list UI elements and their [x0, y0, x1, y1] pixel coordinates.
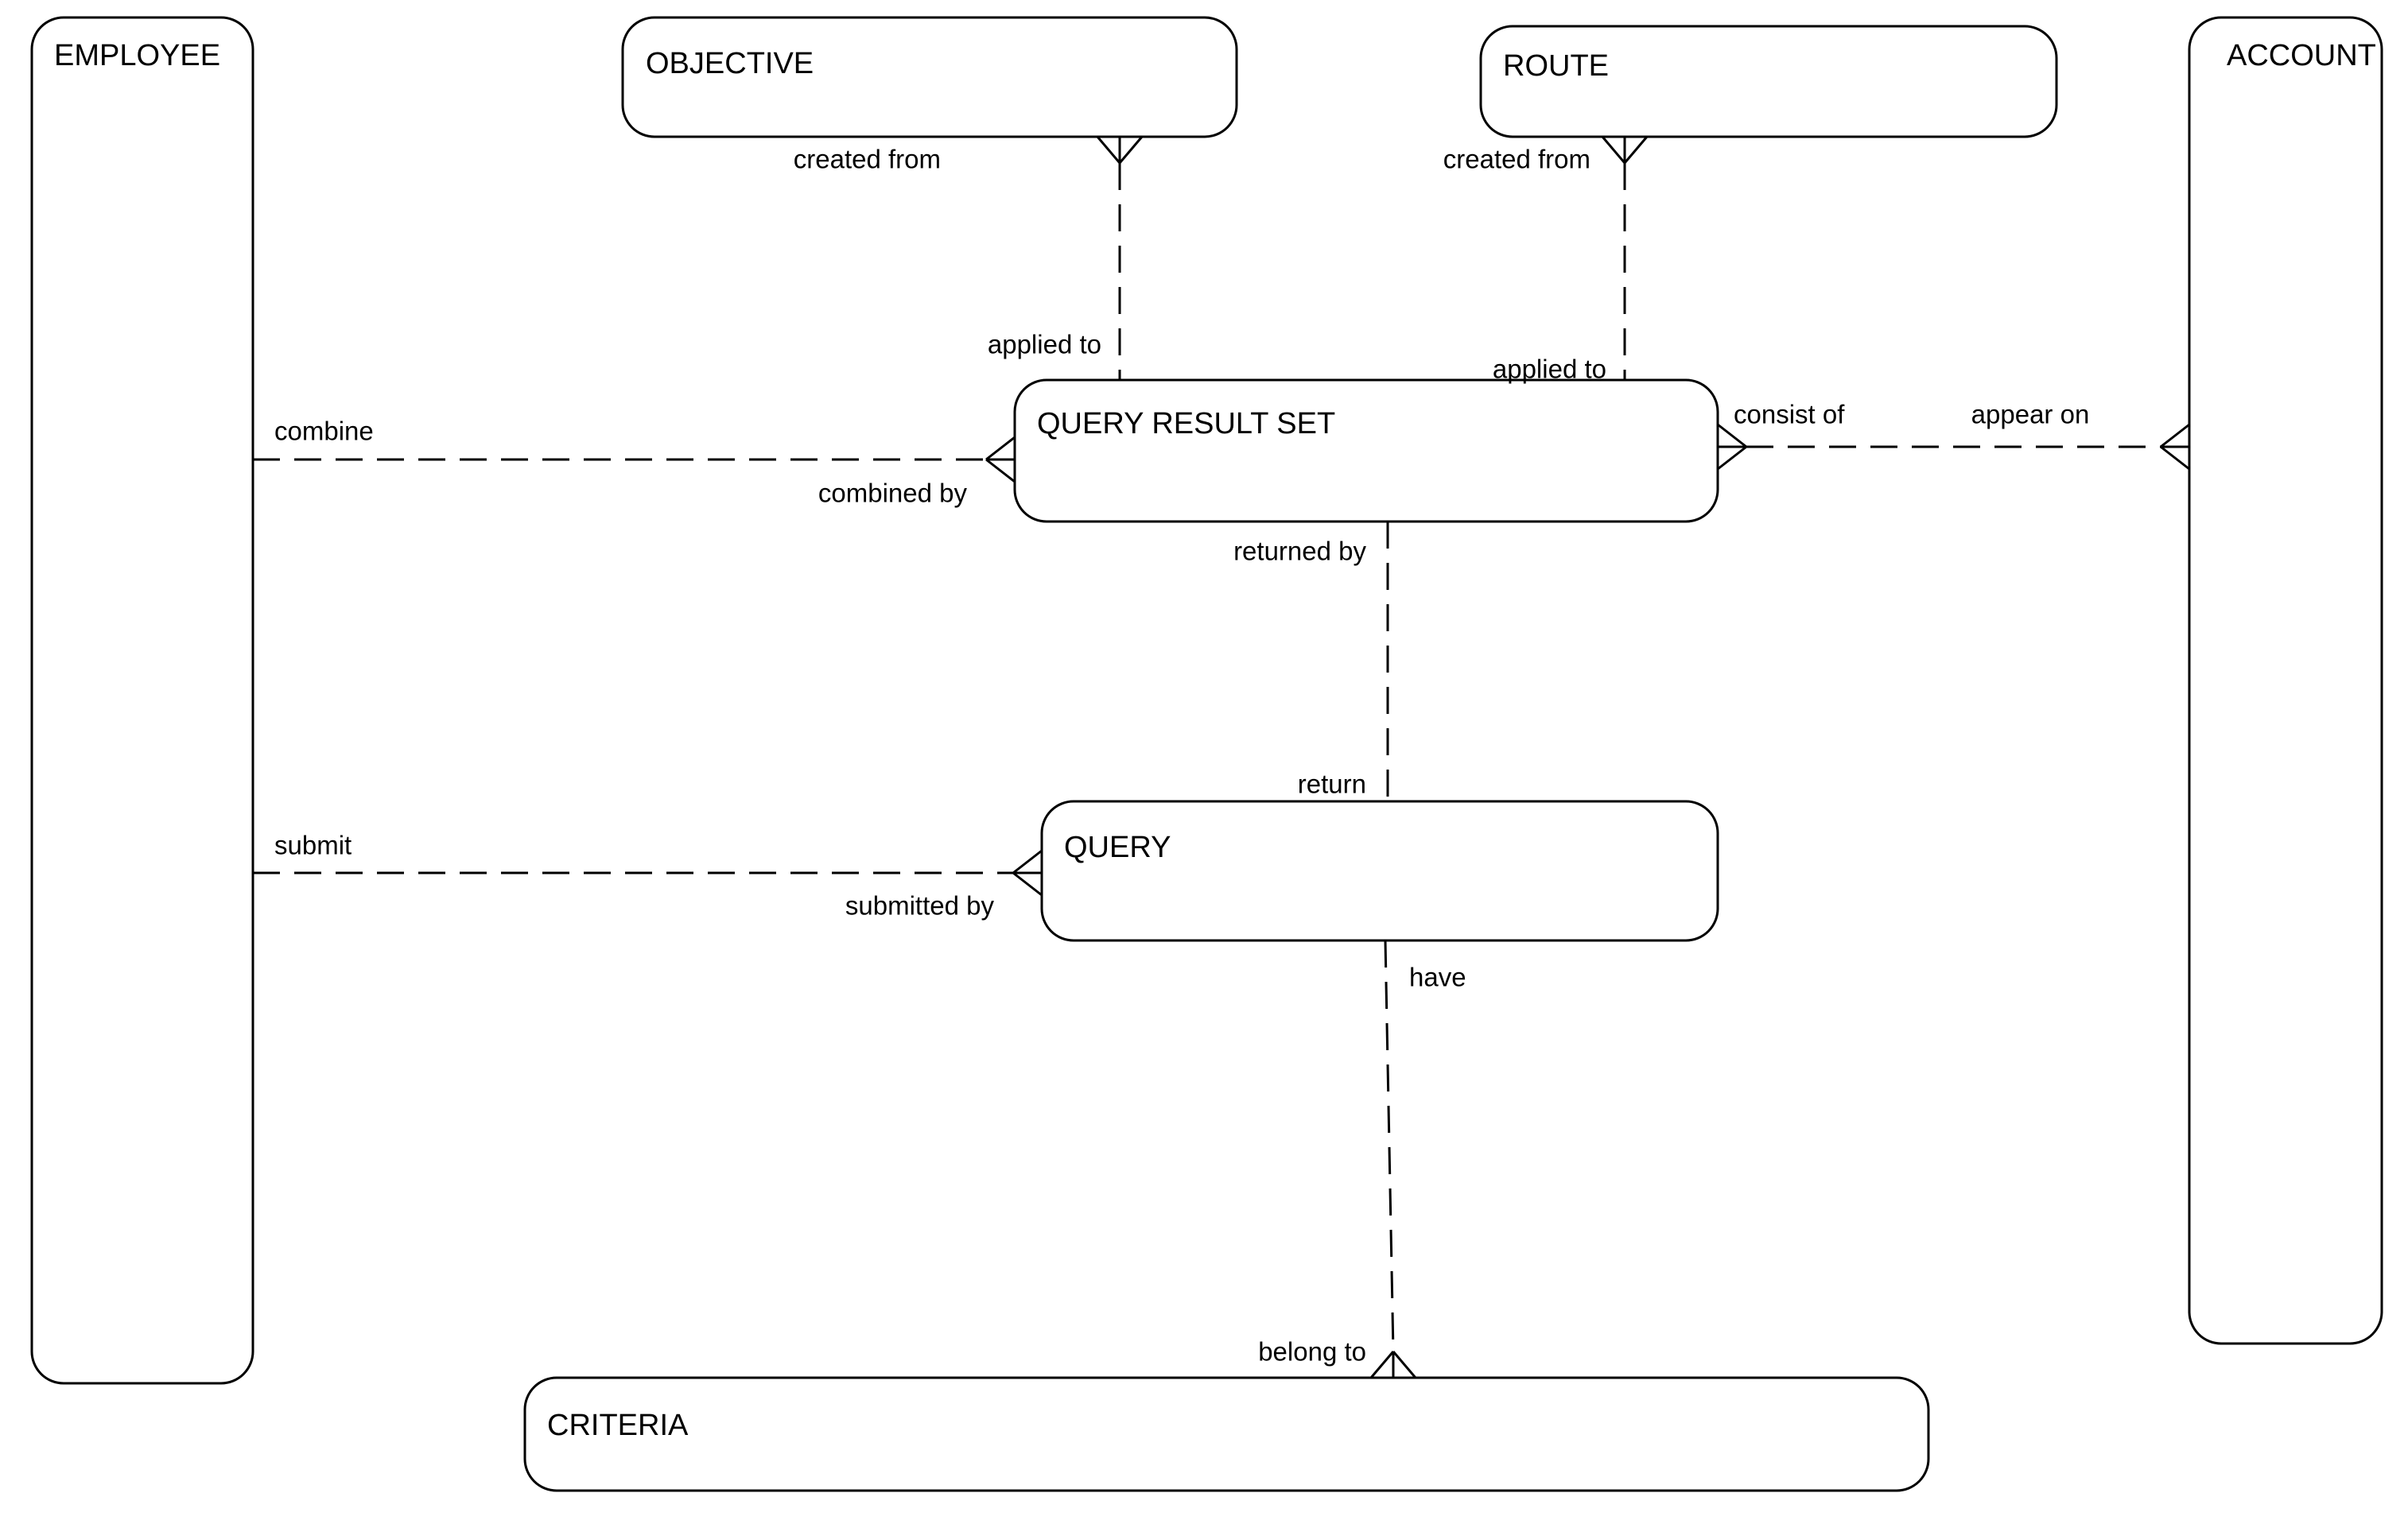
- crowfoot-route-many: [1601, 136, 1649, 164]
- relationship-route-created-from[interactable]: created from applied to: [1443, 136, 1649, 384]
- entity-criteria[interactable]: CRITERIA: [523, 1376, 1930, 1492]
- rel-line-query-criteria[interactable]: [1384, 940, 1395, 1352]
- rel-label-applied-to-route: applied to: [1493, 355, 1606, 384]
- rel-label-submitted-by: submitted by: [845, 891, 995, 921]
- rel-label-returned-by: returned by: [1233, 537, 1366, 566]
- relationship-qrs-returned-by[interactable]: returned by return: [1233, 522, 1389, 801]
- entity-query[interactable]: QUERY: [1040, 800, 1719, 942]
- crowfoot-qrs-combined-by-many: [985, 436, 1016, 483]
- entity-box-query[interactable]: [1040, 800, 1719, 942]
- rel-label-return: return: [1298, 770, 1366, 799]
- relationship-employee-submit[interactable]: submit submitted by: [253, 831, 1043, 921]
- rel-label-consist-of: consist of: [1734, 400, 1845, 429]
- rel-label-combined-by: combined by: [818, 479, 968, 508]
- rel-label-belong-to: belong to: [1258, 1337, 1366, 1367]
- entity-account[interactable]: ACCOUNT: [2188, 16, 2383, 1345]
- relationship-query-have[interactable]: have belong to: [1258, 940, 1466, 1379]
- rel-label-appear-on: appear on: [1971, 400, 2090, 429]
- rel-label-created-from-route: created from: [1443, 145, 1590, 174]
- entity-label-route: ROUTE: [1503, 49, 1609, 83]
- relationship-objective-created-from[interactable]: created from applied to: [794, 136, 1144, 380]
- crowfoot-objective-many: [1096, 136, 1144, 164]
- relationship-employee-combine[interactable]: combine combined by: [253, 417, 1016, 508]
- entity-label-objective: OBJECTIVE: [646, 47, 814, 80]
- entity-route[interactable]: ROUTE: [1479, 25, 2058, 138]
- entity-employee[interactable]: EMPLOYEE: [30, 16, 254, 1385]
- crowfoot-query-submitted-by-many: [1012, 849, 1043, 897]
- entity-label-criteria: CRITERIA: [547, 1409, 689, 1442]
- crowfoot-account-appear-on-many: [2160, 423, 2190, 471]
- rel-label-created-from-objective: created from: [794, 145, 941, 174]
- entity-label-employee: EMPLOYEE: [54, 39, 220, 72]
- relationship-account-appear-on[interactable]: consist of appear on: [1717, 400, 2190, 471]
- entity-box-query-result-set[interactable]: [1013, 378, 1719, 523]
- entity-box-criteria[interactable]: [523, 1376, 1930, 1492]
- entity-box-employee[interactable]: [30, 16, 254, 1385]
- rel-label-submit: submit: [274, 831, 351, 860]
- entity-box-objective[interactable]: [621, 16, 1238, 138]
- rel-label-have: have: [1409, 963, 1466, 992]
- crowfoot-qrs-consist-of-many: [1717, 423, 1747, 471]
- entity-box-account[interactable]: [2188, 16, 2383, 1345]
- crowfoot-criteria-belong-to-many: [1369, 1351, 1417, 1379]
- entity-label-query-result-set: QUERY RESULT SET: [1037, 407, 1335, 440]
- entity-query-result-set[interactable]: QUERY RESULT SET: [1013, 378, 1719, 523]
- entity-label-account: ACCOUNT: [2227, 39, 2376, 72]
- rel-label-combine: combine: [274, 417, 374, 446]
- entity-objective[interactable]: OBJECTIVE: [621, 16, 1238, 138]
- entity-label-query: QUERY: [1064, 831, 1171, 864]
- entity-box-route[interactable]: [1479, 25, 2058, 138]
- rel-label-applied-to-objective: applied to: [988, 330, 1101, 359]
